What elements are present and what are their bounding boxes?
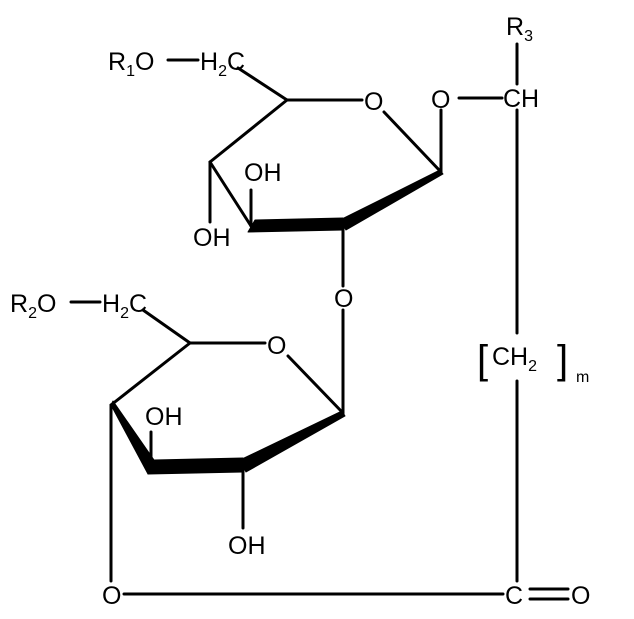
upper-ring-wedge-c2-c1: [339, 169, 444, 231]
linker-oxygen: O: [334, 285, 353, 313]
atom-labels: R1O H2C O O OH OH O R2O H2C O OH OH R3 C…: [10, 13, 590, 610]
h2c-upper-label: H2C: [200, 48, 245, 80]
carbonyl-oxygen: O: [571, 582, 590, 610]
lower-ring-o-c1: [286, 354, 345, 415]
lower-ring-wedge-c2-c1: [239, 410, 346, 473]
r1-label: R1O: [108, 48, 154, 80]
lower-oh-c3: OH: [145, 403, 183, 431]
upper-ring-o-c1: [382, 110, 443, 174]
lower-ring-oxygen: O: [267, 332, 286, 360]
bond-h2c-c6: [236, 66, 289, 102]
lower-oh-c4: OH: [228, 532, 266, 560]
bonds: [69, 42, 570, 601]
ch-label: CH: [503, 85, 539, 113]
ch2-repeat-label: CH2: [492, 343, 537, 375]
lower-ring-c5-c4: [109, 341, 192, 407]
upper-oh-c3: OH: [244, 159, 282, 187]
r3-label: R3: [506, 13, 533, 45]
bond-h2c-c6prime: [141, 308, 192, 345]
carbonyl-carbon: C: [505, 582, 523, 610]
anomeric-oxygen: O: [431, 86, 450, 114]
upper-ring-c5-c4: [208, 98, 289, 164]
bracket-close: ]: [557, 338, 568, 382]
upper-oh-c4: OH: [193, 224, 231, 252]
h2c-lower-label: H2C: [102, 290, 147, 322]
upper-ring-c4-c3: [208, 160, 253, 228]
bracket-open: [: [477, 338, 488, 382]
repeat-count-m: m: [576, 369, 589, 386]
upper-ring-wedge-c3-c2: [247, 217, 344, 233]
r2-label: R2O: [10, 290, 56, 322]
lower-ring-wedge-c3-c2: [147, 457, 244, 475]
ester-oxygen: O: [102, 582, 121, 610]
upper-ring-oxygen: O: [364, 88, 383, 116]
